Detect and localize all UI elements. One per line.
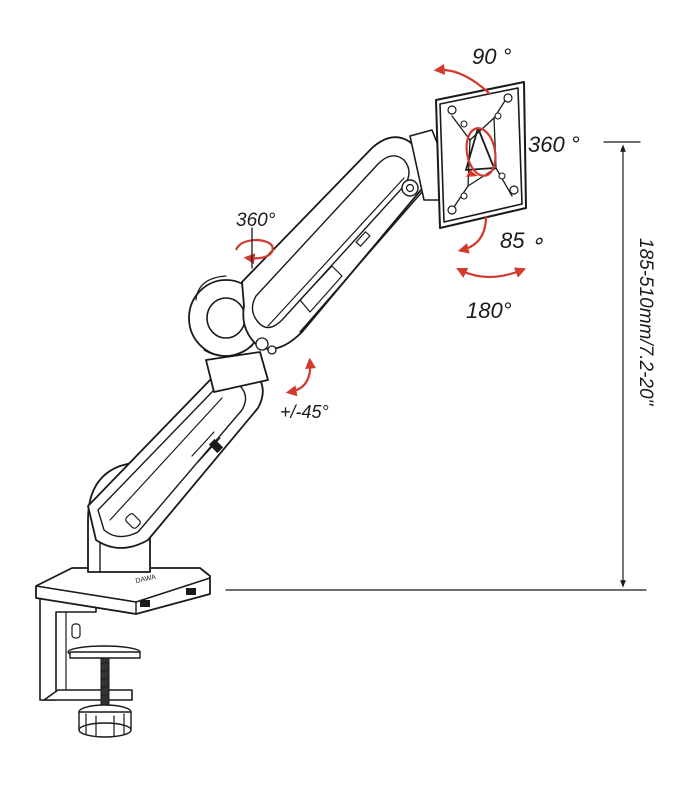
monitor-rotation-label: 360 ° bbox=[528, 132, 580, 157]
height-range-label: 185-510mm/7.2-20" bbox=[635, 238, 656, 407]
elbow-swivel-label: 360° bbox=[236, 210, 276, 231]
monitor-tilt-label: 90 ° bbox=[472, 44, 512, 69]
vesa-plate bbox=[435, 81, 527, 229]
arm-base: DAWA bbox=[35, 567, 211, 615]
base-logo: DAWA bbox=[135, 574, 157, 585]
monitor-tilt-down-label: 85 ∘ bbox=[500, 228, 544, 253]
height-dimension: 185-510mm/7.2-20" bbox=[225, 141, 656, 591]
monitor-swivel-label: 180° bbox=[466, 298, 512, 323]
upper-arm bbox=[241, 129, 445, 355]
desk-clamp bbox=[39, 597, 141, 738]
rotation-arrow-icon bbox=[234, 63, 527, 397]
clamp-screw bbox=[100, 657, 110, 709]
lower-arm bbox=[87, 366, 264, 549]
base-tilt-label: +/-45° bbox=[280, 402, 329, 422]
